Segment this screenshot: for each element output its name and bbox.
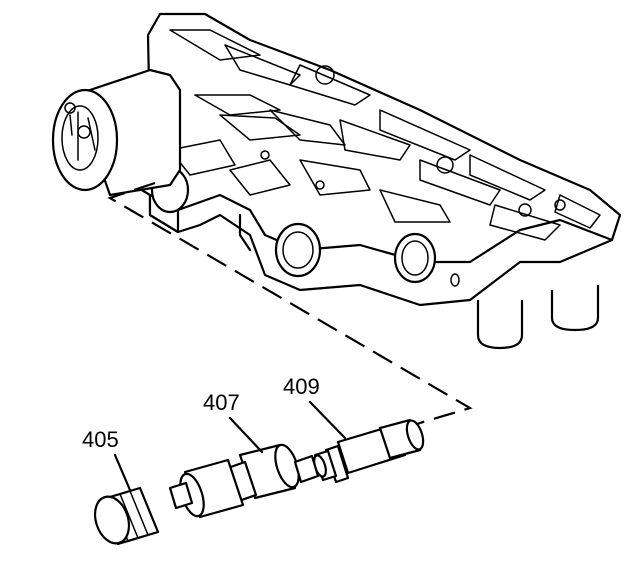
callout-409: 409 (283, 374, 320, 399)
leader-line-407 (228, 416, 264, 454)
callout-405: 405 (82, 427, 119, 452)
part-407-valve (168, 443, 320, 519)
valve-body-casting (123, 12, 622, 350)
solenoid (51, 68, 182, 197)
leader-line-409 (308, 400, 347, 440)
part-409-valve (313, 418, 425, 484)
leader-line-405 (113, 453, 132, 492)
part-405-plug (93, 486, 160, 546)
callout-407: 407 (203, 390, 240, 415)
